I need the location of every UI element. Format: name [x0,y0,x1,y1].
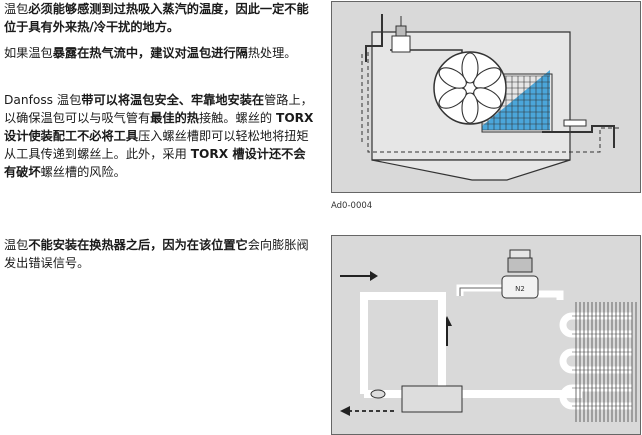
condenser-coils [559,302,637,422]
paragraph-bulb-strap: Danfoss 温包带可以将温包安全、牢靠地安装在管路上，以确保温包可以与吸气管… [4,91,316,181]
paragraph-text-segment: 压入螺丝槽即可以轻松地将扭矩从工具传递到螺丝上。此外，采用 [4,129,309,161]
paragraph-text-segment: 最佳的热 [150,111,199,125]
paragraph-text-segment: 螺丝槽的风险。 [40,165,126,179]
paragraph-heat-exchanger: 温包不能安装在换热器之后，因为在该位置它会向膨胀阀发出错误信号。 [4,236,316,272]
paragraph-text-segment: 不能安装在换热器之后，因为在该位置它 [28,238,248,252]
paragraph-text-segment: 暴露在热气流中，建议对温包进行隔 [52,46,248,60]
evaporator-diagram [361,14,622,181]
evaporator-figure [331,1,641,193]
paragraph-text-segment: 接触。螺丝的 [199,111,276,125]
figure-caption: Ad0-0004 [331,201,373,211]
paragraph-bulb-location: 温包必须能够感测到过热吸入蒸汽的温度，因此一定不能位于具有外来热/冷干扰的地方。 [4,0,316,36]
paragraph-text-segment: 带可以将温包安全、牢靠地安装在 [81,93,265,107]
paragraph-text-segment: 热处理。 [247,46,297,60]
piping-figure: N2 [331,235,641,435]
paragraph-text-segment: 会向膨胀阀发出错误信号。 [4,238,309,270]
valve-label: N2 [515,285,525,293]
paragraph-text-segment: 温包 [4,2,29,16]
paragraph-text-segment: TORX 槽设计还不会有破坏 [4,147,306,179]
piping-diagram: N2 [340,249,637,422]
paragraph-text-segment: 必须能够感测到过热吸入蒸汽的温度，因此一定不能位于具有外来热/冷干扰的地方。 [4,2,309,34]
paragraph-insulation: 如果温包暴露在热气流中，建议对温包进行隔热处理。 [4,44,316,62]
coil-grid [481,70,553,133]
paragraph-text-segment: 管路上，以确保温包可以与吸气管有 [4,93,313,125]
paragraph-text-segment: TORX 设计使装配工不必将工具 [4,111,314,143]
fan-blades [438,52,502,124]
paragraph-text-segment: Danfoss 温包 [4,93,82,107]
paragraph-text-segment: 如果温包 [4,46,53,60]
paragraph-text-segment: 温包 [4,238,29,252]
